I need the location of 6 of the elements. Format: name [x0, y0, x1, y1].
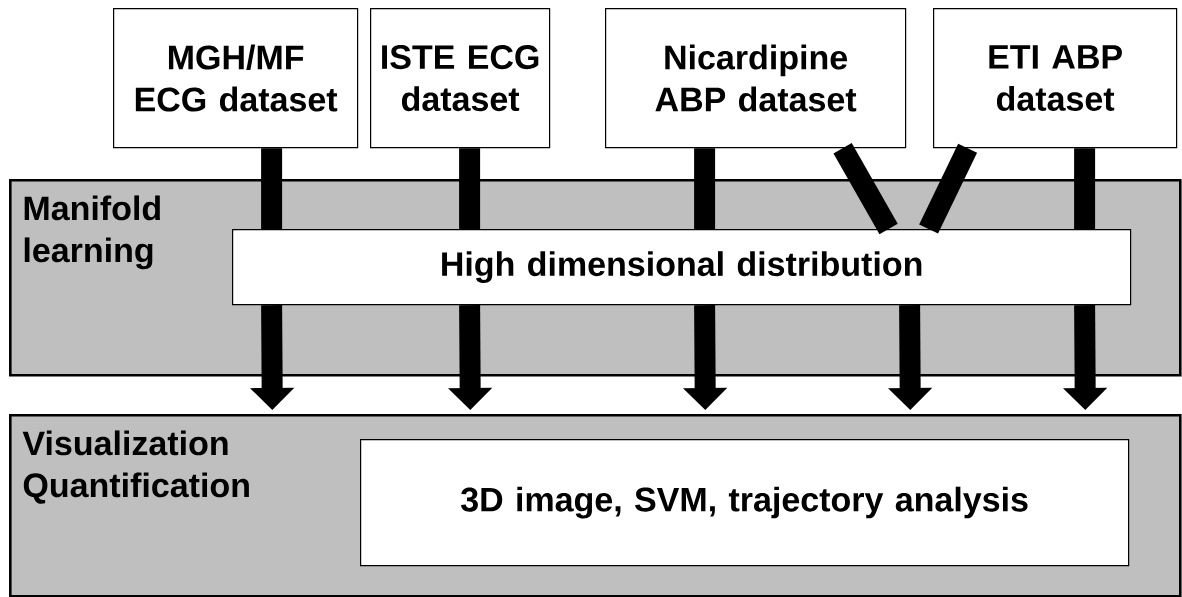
- process-box: High dimensional distribution: [232, 229, 1132, 306]
- process-box: 3D image, SVM, trajectory analysis: [360, 439, 1130, 567]
- dataset-box: ETI ABP dataset: [933, 8, 1178, 149]
- dataset-box: MGH/MF ECG dataset: [113, 8, 359, 149]
- dataset-box: ISTE ECG dataset: [370, 8, 551, 149]
- dataset-box: Nicardipine ABP dataset: [605, 8, 907, 149]
